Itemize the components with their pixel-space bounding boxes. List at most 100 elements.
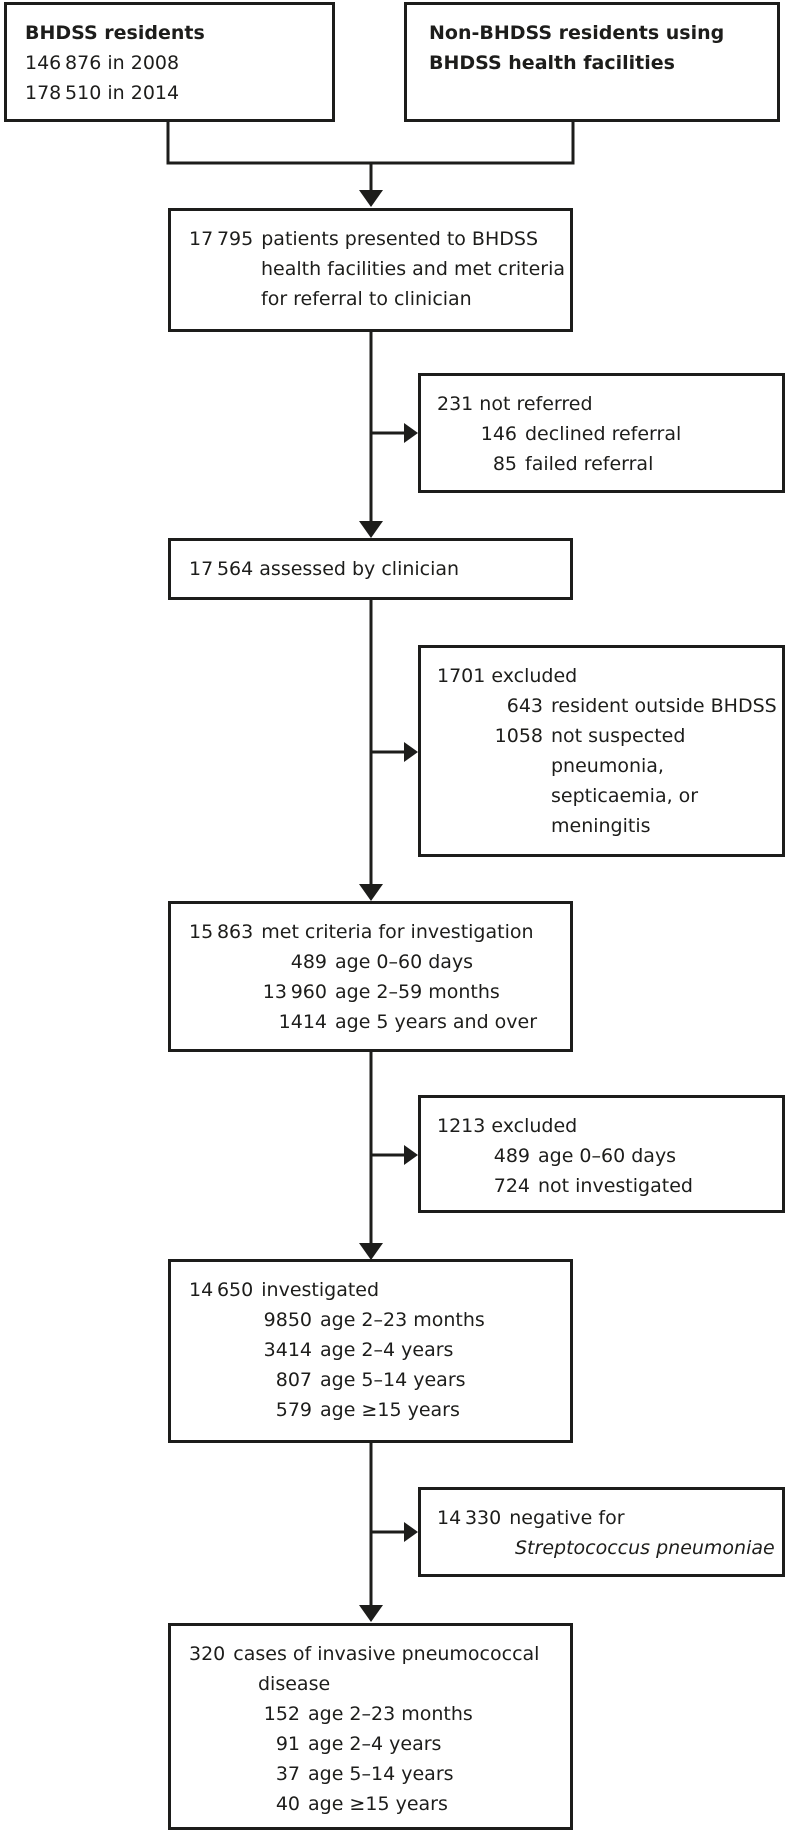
ipd-15-label: age ≥15 years [308, 1793, 448, 1815]
excl-age-label: age 0–60 days [538, 1145, 677, 1167]
investigated-sub-15-years: 579 age ≥15 years [189, 1395, 562, 1425]
not-suspected-cont-pneumonia: pneumonia, [551, 755, 664, 777]
assessed-main: 17 564 assessed by clinician [189, 558, 460, 580]
not-suspected-cont-septicaemia: septicaemia, or [551, 785, 699, 807]
ipd-2-23-count: 152 [263, 1703, 300, 1725]
arrowhead-right-excluded-1701 [404, 742, 418, 762]
age-2-59-label: age 2–59 months [335, 981, 500, 1003]
presented-main-line: 17 795 patients presented to BHDSS [189, 224, 562, 254]
outside-label: resident outside BHDSS [551, 695, 777, 717]
investigated-sub-5-14-years: 807 age 5–14 years [189, 1365, 562, 1395]
not-suspected-label: not suspected [551, 725, 686, 747]
not-referred-sub-declined: 146 declined referral [437, 419, 774, 449]
investigated-label: investigated [261, 1279, 380, 1301]
not-suspected-cont-meningitis: meningitis [551, 815, 651, 837]
merge-connector-lines [166, 122, 575, 193]
met-criteria-sub-0-60-days: 489 age 0–60 days [189, 947, 562, 977]
failed-label: failed referral [525, 453, 654, 475]
ipd-15-count: 40 [275, 1793, 300, 1815]
box-not-referred: 231 not referred 146 declined referral 8… [418, 373, 785, 493]
non-bhdss-title-line2: BHDSS health facilities [429, 52, 675, 74]
excluded-1701-sub-not-suspected: 1058 not suspected [437, 721, 774, 751]
not-referred-sub-failed: 85 failed referral [437, 449, 774, 479]
non-bhdss-title-line1: Non-BHDSS residents using [429, 22, 725, 44]
negative-count: 14 330 [437, 1507, 502, 1529]
inv-2-4-count: 3414 [263, 1339, 312, 1361]
excluded-1213-sub-not-investigated: 724 not investigated [437, 1171, 774, 1201]
box-excluded-1701: 1701 excluded 643 resident outside BHDSS… [418, 645, 785, 857]
presented-count: 17 795 [189, 228, 254, 250]
ipd-sub-2-23-months: 152 age 2–23 months [189, 1699, 562, 1729]
box-met-criteria: 15 863 met criteria for investigation 48… [168, 901, 573, 1052]
age-0-60-label: age 0–60 days [335, 951, 474, 973]
excluded-1701-sub-outside: 643 resident outside BHDSS [437, 691, 777, 721]
declined-label: declined referral [525, 423, 682, 445]
arrowhead-down-investigated [359, 1243, 383, 1260]
ipd-sub-15-years: 40 age ≥15 years [189, 1789, 562, 1819]
arrowhead-right-excluded-1213 [404, 1145, 418, 1165]
not-investigated-label: not investigated [538, 1175, 693, 1197]
ipd-count: 320 [189, 1643, 226, 1665]
not-investigated-count: 724 [493, 1175, 530, 1197]
investigated-sub-2-23-months: 9850 age 2–23 months [189, 1305, 562, 1335]
met-criteria-sub-2-59-months: 13 960 age 2–59 months [189, 977, 562, 1007]
box-bhdss-residents: BHDSS residents 146 876 in 2008 178 510 … [4, 2, 335, 122]
ipd-sub-5-14-years: 37 age 5–14 years [189, 1759, 562, 1789]
age-5-over-count: 1414 [278, 1011, 327, 1033]
ipd-label: cases of invasive pneumococcal [233, 1643, 540, 1665]
investigated-main: 14 650 investigated [189, 1275, 562, 1305]
ipd-5-14-count: 37 [275, 1763, 300, 1785]
bhdss-residents-title: BHDSS residents [25, 22, 205, 44]
age-0-60-count: 489 [290, 951, 327, 973]
met-criteria-sub-5-over: 1414 age 5 years and over [189, 1007, 562, 1037]
ipd-2-4-label: age 2–4 years [308, 1733, 442, 1755]
ipd-main: 320 cases of invasive pneumococcal [189, 1639, 562, 1669]
negative-label: negative for [509, 1507, 625, 1529]
declined-count: 146 [480, 423, 517, 445]
arrowhead-down-met-criteria [359, 884, 383, 901]
failed-count: 85 [492, 453, 517, 475]
excluded-1213-sub-age: 489 age 0–60 days [437, 1141, 774, 1171]
ipd-2-23-label: age 2–23 months [308, 1703, 473, 1725]
age-5-over-label: age 5 years and over [335, 1011, 538, 1033]
presented-text-cont1: health facilities and met criteria [261, 258, 566, 280]
ipd-sub-2-4-years: 91 age 2–4 years [189, 1729, 562, 1759]
box-negative-pneumococcus: 14 330 negative for Streptococcus pneumo… [418, 1487, 785, 1577]
box-assessed-by-clinician: 17 564 assessed by clinician [168, 538, 573, 600]
box-ipd-cases: 320 cases of invasive pneumococcal disea… [168, 1623, 573, 1830]
inv-5-14-label: age 5–14 years [320, 1369, 466, 1391]
excl-age-count: 489 [493, 1145, 530, 1167]
excluded-1213-main: 1213 excluded [437, 1115, 578, 1137]
investigated-count: 14 650 [189, 1279, 254, 1301]
arrowhead-right-not-referred [404, 423, 418, 443]
inv-15-count: 579 [275, 1399, 312, 1421]
met-criteria-count: 15 863 [189, 921, 254, 943]
arrowhead-down-assessed [359, 521, 383, 538]
negative-species: Streptococcus pneumoniae [515, 1537, 775, 1559]
met-criteria-main: 15 863 met criteria for investigation [189, 917, 562, 947]
met-criteria-label: met criteria for investigation [261, 921, 534, 943]
box-investigated: 14 650 investigated 9850 age 2–23 months… [168, 1259, 573, 1443]
not-suspected-count: 1058 [494, 725, 543, 747]
ipd-5-14-label: age 5–14 years [308, 1763, 454, 1785]
arrowhead-down-ipd [359, 1605, 383, 1622]
inv-2-23-count: 9850 [263, 1309, 312, 1331]
age-2-59-count: 13 960 [262, 981, 327, 1003]
inv-5-14-count: 807 [275, 1369, 312, 1391]
arrowhead-down-presented [359, 190, 383, 207]
arrowhead-right-negative [404, 1522, 418, 1542]
investigated-sub-2-4-years: 3414 age 2–4 years [189, 1335, 562, 1365]
inv-2-4-label: age 2–4 years [320, 1339, 454, 1361]
presented-text: patients presented to BHDSS [261, 228, 539, 250]
inv-15-label: age ≥15 years [320, 1399, 460, 1421]
bhdss-population-2008: 146 876 in 2008 [25, 52, 180, 74]
excluded-1701-main: 1701 excluded [437, 665, 578, 687]
ipd-label-cont: disease [258, 1673, 331, 1695]
box-patients-presented: 17 795 patients presented to BHDSS healt… [168, 208, 573, 332]
presented-text-cont2: for referral to clinician [261, 288, 472, 310]
bhdss-population-2014: 178 510 in 2014 [25, 82, 180, 104]
box-non-bhdss-residents: Non-BHDSS residents using BHDSS health f… [404, 2, 780, 122]
box-excluded-1213: 1213 excluded 489 age 0–60 days 724 not … [418, 1095, 785, 1213]
